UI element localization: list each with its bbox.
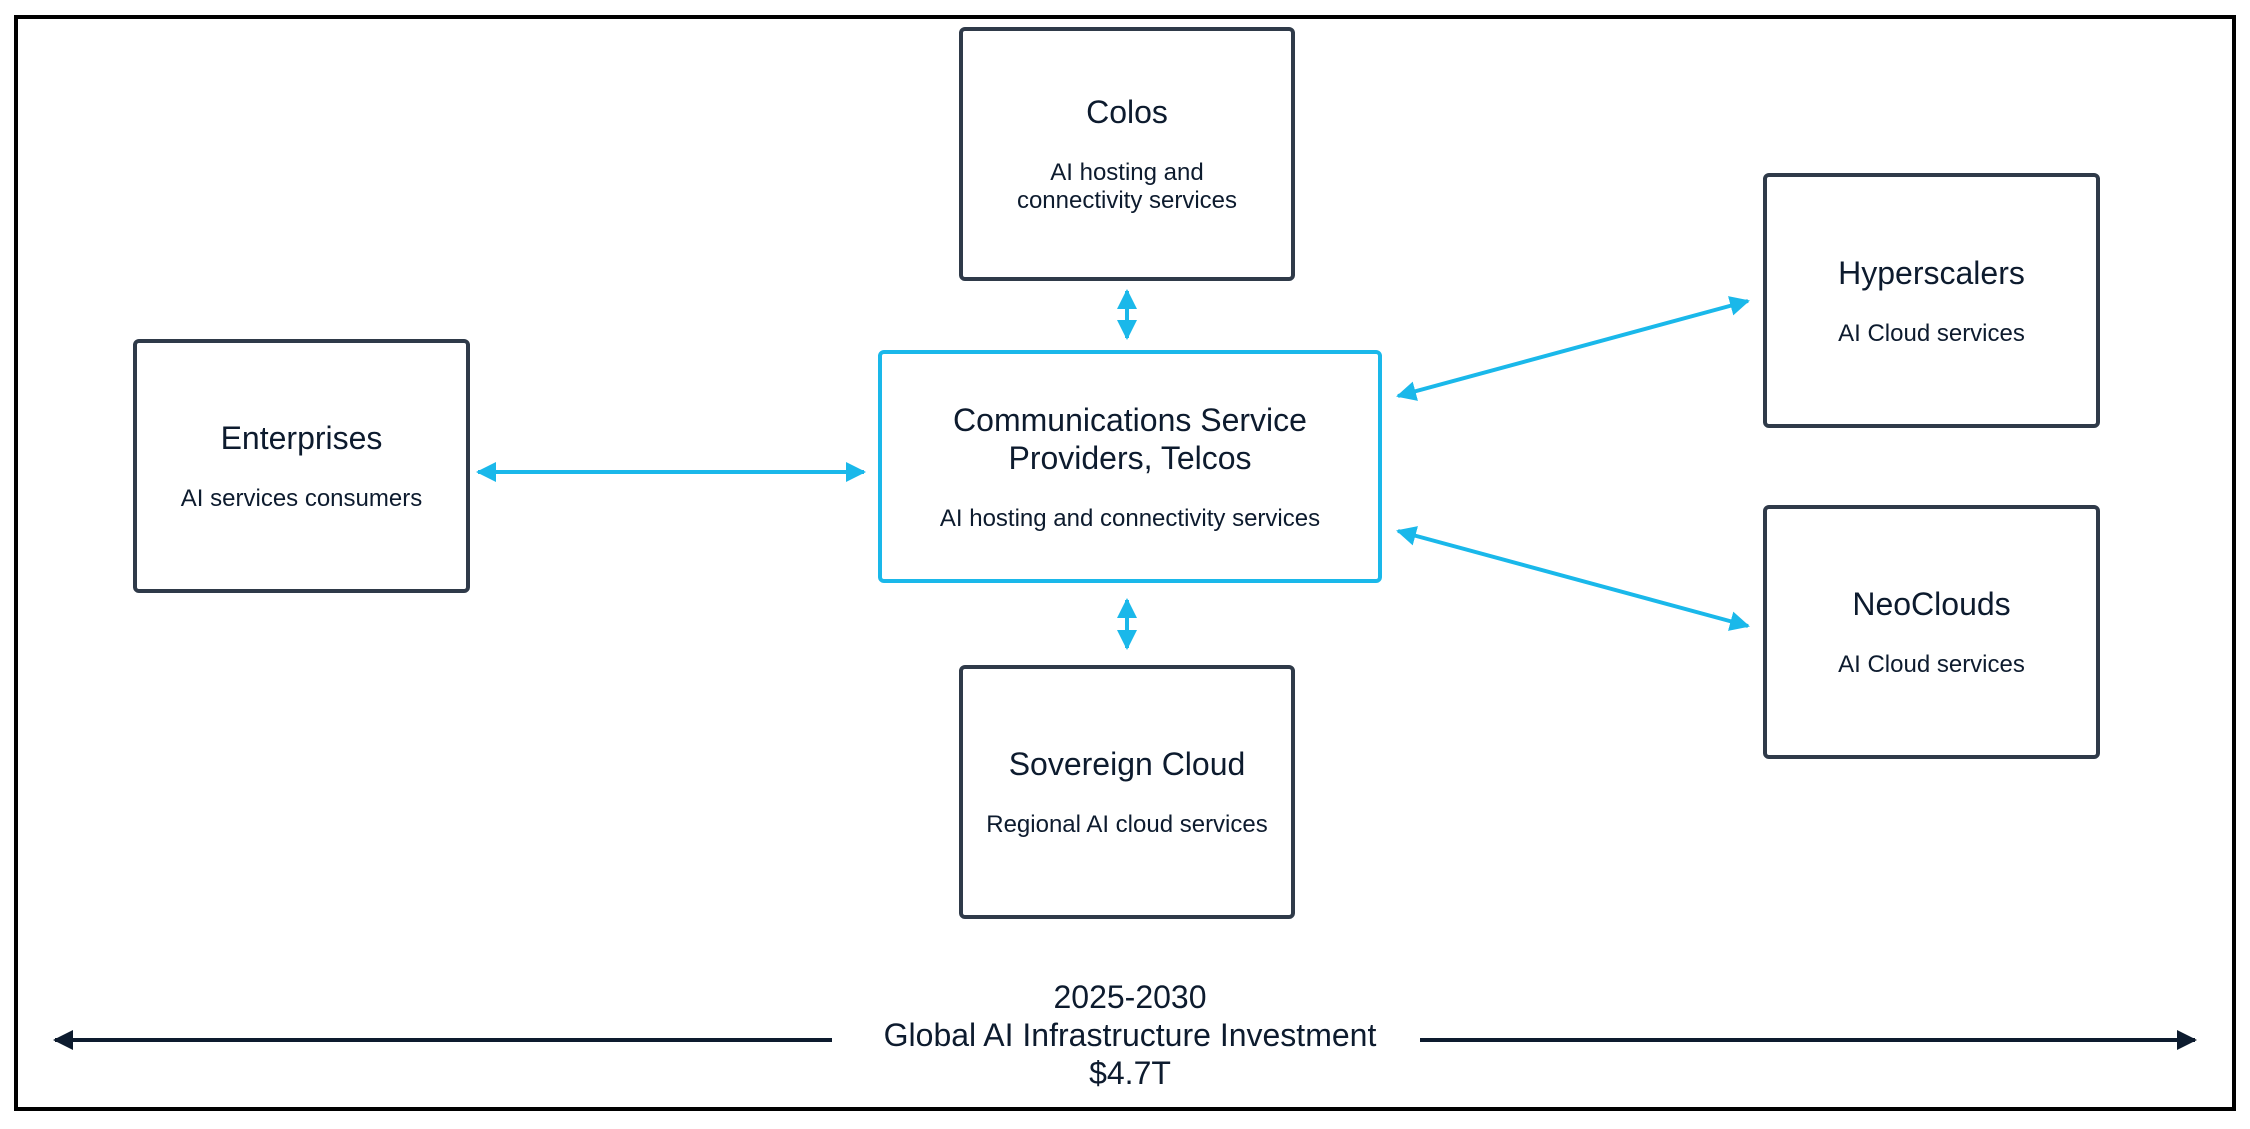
csp-description: AI hosting and connectivity services xyxy=(939,504,1321,532)
arrow-csp-neoclouds xyxy=(1396,526,1750,631)
enterprises-box: Enterprises AI services consumers xyxy=(133,339,470,593)
sovereign-cloud-description: Regional AI cloud services xyxy=(986,811,1268,838)
colos-title: Colos xyxy=(1086,94,1168,130)
neoclouds-box: NeoClouds AI Cloud services xyxy=(1763,505,2100,759)
colos-box: Colos AI hosting and connectivity servic… xyxy=(959,27,1295,281)
arrow-csp-hyperscalers xyxy=(1396,296,1750,401)
colos-description: AI hosting and connectivity services xyxy=(1016,159,1238,214)
investment-caption: 2025-2030 Global AI Infrastructure Inves… xyxy=(830,978,1430,1092)
diagram-frame xyxy=(14,15,2236,1111)
sovereign-cloud-title: Sovereign Cloud xyxy=(1008,746,1246,782)
neoclouds-title: NeoClouds xyxy=(1852,586,2011,622)
csp-box: Communications Service Providers, Telcos… xyxy=(878,350,1382,583)
investment-years: 2025-2030 xyxy=(1053,979,1207,1015)
enterprises-title: Enterprises xyxy=(220,420,383,456)
investment-label: Global AI Infrastructure Investment xyxy=(883,1017,1377,1053)
sovereign-cloud-box: Sovereign Cloud Regional AI cloud servic… xyxy=(959,665,1295,919)
enterprises-description: AI services consumers xyxy=(180,485,423,512)
csp-title: Communications Service Providers, Telcos xyxy=(953,401,1307,476)
investment-amount: $4.7T xyxy=(1089,1055,1171,1091)
hyperscalers-description: AI Cloud services xyxy=(1838,319,2025,347)
hyperscalers-box: Hyperscalers AI Cloud services xyxy=(1763,173,2100,428)
neoclouds-description: AI Cloud services xyxy=(1838,651,2025,678)
hyperscalers-title: Hyperscalers xyxy=(1838,254,2025,291)
